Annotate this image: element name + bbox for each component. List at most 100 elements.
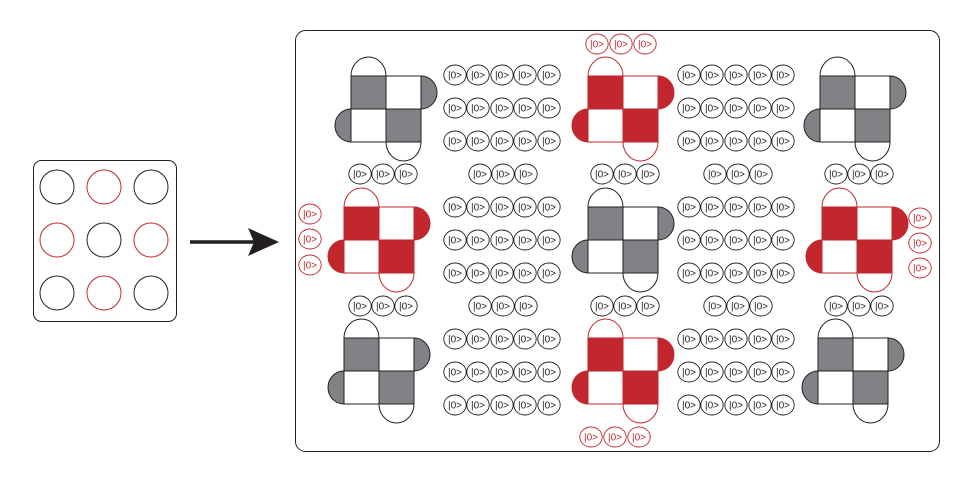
ket-zero: |0> bbox=[443, 229, 467, 251]
patch-red bbox=[571, 56, 675, 162]
boundary-stabilizer-top bbox=[343, 318, 380, 339]
ket-circle bbox=[771, 229, 795, 251]
ket-circle bbox=[466, 130, 490, 152]
ket-circle bbox=[443, 328, 467, 350]
ket-label: |0> bbox=[542, 401, 556, 412]
ket-label: |0> bbox=[471, 236, 485, 247]
ket-zero: |0> bbox=[748, 130, 772, 152]
ket-circle bbox=[724, 97, 748, 119]
ket-zero: |0> bbox=[443, 196, 467, 218]
ket-zero: |0> bbox=[700, 394, 724, 416]
ket-circle bbox=[771, 394, 795, 416]
ket-circle bbox=[514, 295, 538, 317]
ket-label: |0> bbox=[705, 104, 719, 115]
ket-zero: |0> bbox=[771, 328, 795, 350]
ket-zero: |0> bbox=[468, 163, 492, 185]
ket-label: |0> bbox=[753, 137, 767, 148]
ket-label: |0> bbox=[753, 335, 767, 346]
ket-zero: |0> bbox=[537, 229, 561, 251]
ket-circle bbox=[870, 295, 894, 317]
ket-circle bbox=[726, 295, 750, 317]
ket-label: |0> bbox=[471, 269, 485, 280]
boundary-stabilizer-bottom bbox=[622, 272, 659, 293]
ket-zero: |0> bbox=[724, 328, 748, 350]
ket-circle bbox=[636, 295, 660, 317]
bulk-stabilizer-square bbox=[622, 206, 659, 241]
bulk-stabilizer-square bbox=[587, 75, 624, 110]
boundary-stabilizer-right bbox=[891, 206, 909, 241]
ket-zero: |0> bbox=[466, 394, 490, 416]
ket-zero: |0> bbox=[726, 163, 750, 185]
ket-label: |0> bbox=[542, 71, 556, 82]
bulk-stabilizer-square bbox=[819, 108, 856, 143]
ket-circle bbox=[443, 64, 467, 86]
ket-circle bbox=[443, 394, 467, 416]
ket-label: |0> bbox=[754, 170, 768, 181]
ket-zero: |0> bbox=[771, 130, 795, 152]
qubit-circle-black bbox=[133, 275, 169, 311]
ket-label: |0> bbox=[376, 302, 390, 313]
ket-label: |0> bbox=[776, 401, 790, 412]
ket-circle bbox=[908, 207, 932, 229]
ket-zero: |0> bbox=[491, 295, 515, 317]
ket-circle bbox=[490, 328, 514, 350]
ket-label: |0> bbox=[590, 40, 604, 51]
boundary-stabilizer-right bbox=[420, 75, 438, 110]
patch-gray bbox=[803, 56, 907, 162]
bulk-stabilizer-square bbox=[385, 75, 422, 110]
ket-label: |0> bbox=[495, 401, 509, 412]
ket-circle bbox=[724, 328, 748, 350]
ket-circle bbox=[443, 130, 467, 152]
ket-circle bbox=[579, 426, 603, 448]
ket-zero: |0> bbox=[677, 262, 701, 284]
ket-label: |0> bbox=[682, 368, 696, 379]
ket-label: |0> bbox=[473, 170, 487, 181]
ket-label: |0> bbox=[518, 401, 532, 412]
ket-label: |0> bbox=[852, 170, 866, 181]
boundary-stabilizer-left bbox=[327, 370, 345, 405]
bulk-stabilizer-square bbox=[350, 75, 387, 110]
ket-circle bbox=[636, 163, 660, 185]
ket-circle bbox=[466, 64, 490, 86]
ket-circle bbox=[677, 229, 701, 251]
bulk-stabilizer-square bbox=[378, 370, 415, 405]
boundary-stabilizer-top bbox=[587, 187, 624, 208]
ket-circle bbox=[537, 229, 561, 251]
ket-label: |0> bbox=[729, 335, 743, 346]
ket-label: |0> bbox=[705, 137, 719, 148]
ket-circle bbox=[466, 196, 490, 218]
ket-zero: |0> bbox=[677, 64, 701, 86]
ket-zero: |0> bbox=[466, 361, 490, 383]
ket-circle bbox=[771, 64, 795, 86]
ket-zero: |0> bbox=[490, 361, 514, 383]
boundary-stabilizer-top bbox=[817, 318, 854, 339]
ket-label: |0> bbox=[303, 210, 317, 221]
ket-circle bbox=[847, 163, 871, 185]
ket-label: |0> bbox=[682, 236, 696, 247]
ket-label: |0> bbox=[542, 368, 556, 379]
ket-zero: |0> bbox=[771, 394, 795, 416]
ket-label: |0> bbox=[754, 302, 768, 313]
ket-label: |0> bbox=[729, 104, 743, 115]
ket-zero: |0> bbox=[590, 295, 614, 317]
boundary-stabilizer-left bbox=[334, 108, 352, 143]
ket-zero: |0> bbox=[443, 262, 467, 284]
ket-circle bbox=[394, 163, 418, 185]
ket-zero: |0> bbox=[466, 328, 490, 350]
bulk-stabilizer-square bbox=[821, 239, 858, 274]
ket-label: |0> bbox=[753, 71, 767, 82]
ket-zero: |0> bbox=[908, 257, 932, 279]
ket-zero: |0> bbox=[537, 97, 561, 119]
ket-label: |0> bbox=[542, 236, 556, 247]
patch-gray bbox=[327, 318, 431, 424]
ket-zero: |0> bbox=[677, 328, 701, 350]
boundary-stabilizer-bottom bbox=[378, 403, 415, 424]
ket-label: |0> bbox=[705, 203, 719, 214]
ket-label: |0> bbox=[448, 335, 462, 346]
ket-circle bbox=[298, 254, 322, 276]
boundary-stabilizer-right bbox=[657, 75, 675, 110]
ket-label: |0> bbox=[542, 269, 556, 280]
ket-label: |0> bbox=[448, 71, 462, 82]
bulk-stabilizer-square bbox=[587, 206, 624, 241]
